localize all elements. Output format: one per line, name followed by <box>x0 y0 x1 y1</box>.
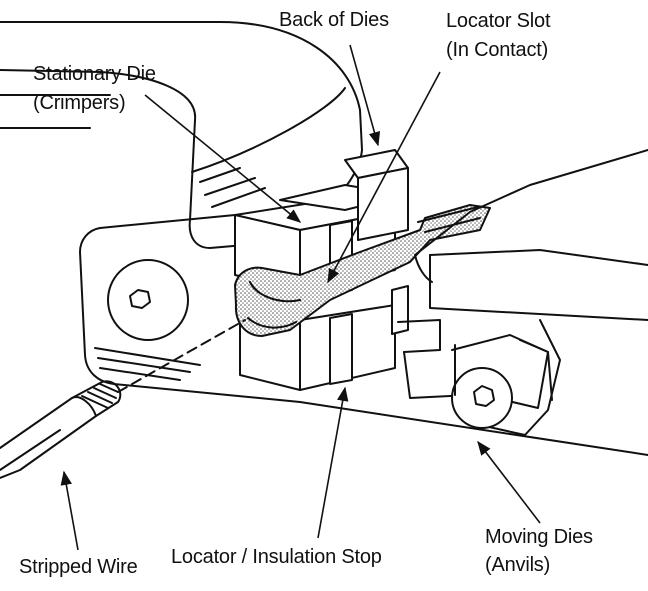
terminal <box>234 204 491 337</box>
label-stationary-die-line2: (Crimpers) <box>33 92 126 114</box>
tool-body-plate <box>79 214 648 456</box>
wire-centerline <box>117 319 246 393</box>
label-stationary-die-line1: Stationary Die <box>33 63 156 85</box>
leader-back-of-dies <box>349 44 381 147</box>
label-stripped-wire: Stripped Wire <box>19 556 138 578</box>
leader-locator-slot <box>327 71 441 284</box>
lower-die-blocks <box>239 285 409 391</box>
leader-stationary-die <box>144 94 302 223</box>
label-locator-slot-line2: (In Contact) <box>446 39 549 61</box>
leader-locator-insulation-stop <box>317 386 349 539</box>
moving-jaw <box>397 149 648 436</box>
label-moving-dies-line2: (Anvils) <box>485 554 551 576</box>
label-moving-dies-line1: Moving Dies <box>485 526 593 548</box>
label-locator-slot-line1: Locator Slot <box>446 10 551 32</box>
label-locator-insulation-stop: Locator / Insulation Stop <box>171 546 382 568</box>
leader-moving-dies <box>477 440 541 524</box>
stripped-wire <box>0 380 122 479</box>
label-back-of-dies: Back of Dies <box>279 9 389 31</box>
leader-stripped-wire <box>60 470 79 551</box>
